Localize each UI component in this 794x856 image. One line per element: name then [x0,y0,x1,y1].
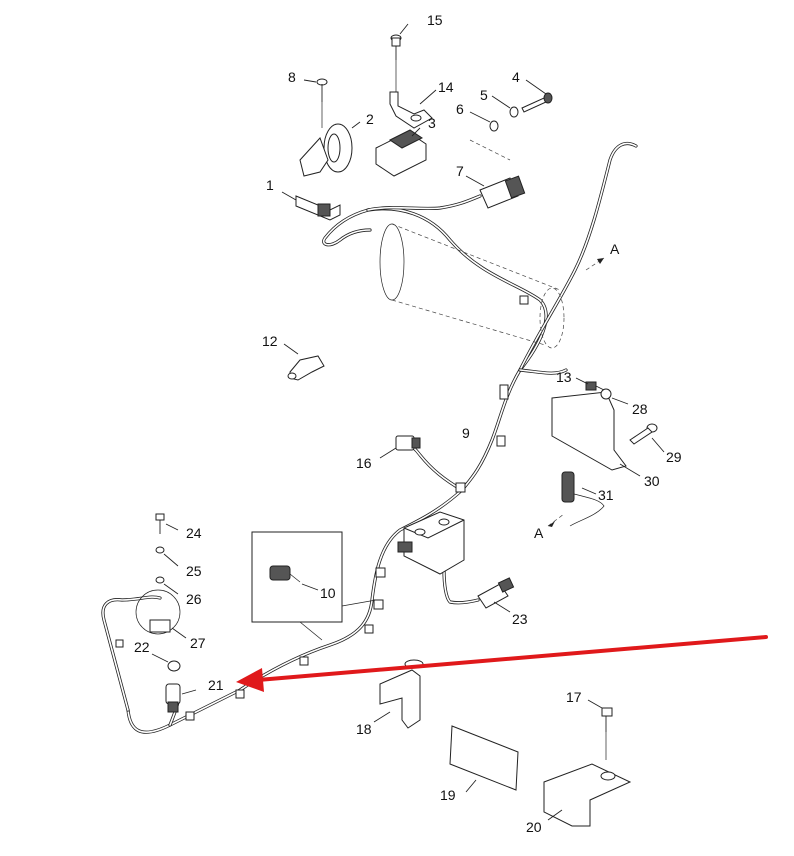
part-17-bolt [587,699,613,760]
callout-a-lower: A [534,525,544,541]
callout-22: 22 [134,639,150,655]
callout-27: 27 [190,635,206,651]
part-16-connector [379,435,421,459]
part-28-washer [600,388,629,405]
part-14-bracket [389,89,437,129]
part-4-bolt [521,79,553,113]
part-2-horn [299,121,361,177]
part-26-washer [155,576,179,595]
callout-16: 16 [356,455,372,471]
wiring-harness [101,141,638,734]
part-13-bolt [575,377,605,391]
callout-24: 24 [186,525,202,541]
assembly-guide-line [469,139,511,161]
part-20-bracket [543,763,632,827]
callout-3: 3 [428,115,436,131]
callout-28: 28 [632,401,648,417]
part-3-switch [375,127,427,177]
part-1-bracket [281,191,341,221]
callout-30: 30 [644,473,660,489]
part-15-screw [390,23,409,92]
part-7-connector [465,175,526,209]
callout-7: 7 [456,163,464,179]
part-29-bolt [629,423,665,453]
highlight-arrow [236,635,768,692]
callout-23: 23 [512,611,528,627]
part-6-washer [469,111,499,132]
part-12-clip [283,343,325,381]
part-10-inset [251,531,377,641]
air-tank-outline [379,223,565,349]
callout-21: 21 [208,677,224,693]
ref-arrow-a-lower [547,513,565,527]
callout-14: 14 [438,79,454,95]
callout-5: 5 [480,87,488,103]
part-27-bracket [135,589,187,639]
callout-labels: 1 2 3 4 5 6 7 8 9 10 12 13 14 15 16 17 1… [134,12,682,835]
part-24-bolt [155,513,179,534]
part-21-pressure-switch [165,683,197,713]
callout-13: 13 [556,369,572,385]
part-25-washer [155,546,179,567]
callout-20: 20 [526,819,542,835]
part-30-plate [551,391,641,477]
callout-29: 29 [666,449,682,465]
callout-15: 15 [427,12,443,28]
part-5-washer [491,95,519,118]
callout-25: 25 [186,563,202,579]
ref-arrow-a-upper [585,257,605,271]
callout-4: 4 [512,69,520,85]
part-23-sensor [477,577,515,613]
callout-31: 31 [598,487,614,503]
callout-18: 18 [356,721,372,737]
part-19-plate [449,725,519,793]
callout-2: 2 [366,111,374,127]
callout-9: 9 [462,425,470,441]
callout-a-upper: A [610,241,620,257]
callout-17: 17 [566,689,582,705]
part-8-screw [303,78,328,128]
valve-block [397,511,465,575]
part-31-sensor [561,471,605,527]
callout-8: 8 [288,69,296,85]
callout-1: 1 [266,177,274,193]
callout-6: 6 [456,101,464,117]
callout-26: 26 [186,591,202,607]
callout-19: 19 [440,787,456,803]
callout-10: 10 [320,585,336,601]
part-22-nut [151,653,181,672]
callout-12: 12 [262,333,278,349]
